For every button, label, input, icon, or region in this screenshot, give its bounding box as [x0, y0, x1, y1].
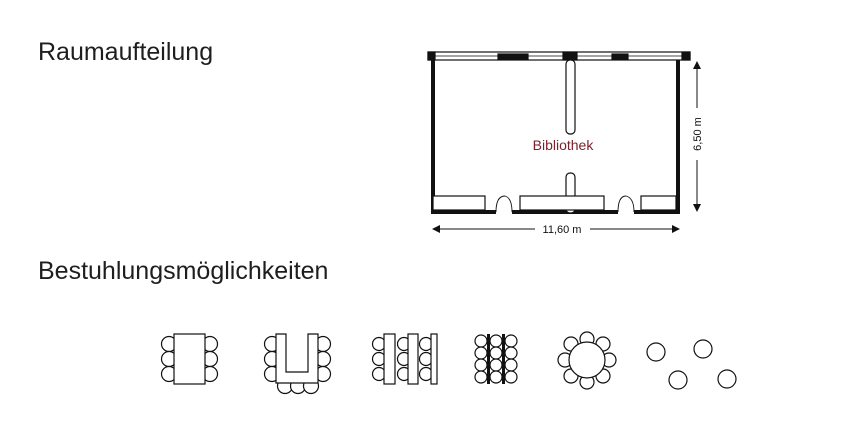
width-dimension: 11,60 m: [432, 224, 680, 236]
depth-label: 6,50 m: [692, 117, 704, 151]
floor-plan: [427, 51, 691, 214]
partition-top: [565, 59, 576, 135]
door-swings: [495, 195, 635, 213]
seating-parliament-icon: [371, 333, 438, 385]
seating-round-table-icon: [557, 331, 617, 390]
room-name-label: Bibliothek: [533, 137, 595, 153]
window-strip: [427, 51, 691, 61]
shelves: [432, 195, 677, 211]
depth-dimension: 6,50 m: [692, 61, 704, 212]
seating-block-icon: [160, 333, 219, 385]
seating-reception-icon: [646, 339, 737, 390]
seating-u-shape-icon: [263, 333, 332, 395]
section-title-seating-options: Bestuhlungsmöglichkeiten: [38, 257, 329, 285]
seating-theatre-icon: [474, 334, 518, 384]
outer-walls: [431, 60, 680, 214]
section-title-room-layout: Raumaufteilung: [38, 38, 214, 66]
width-label: 11,60 m: [543, 224, 582, 236]
